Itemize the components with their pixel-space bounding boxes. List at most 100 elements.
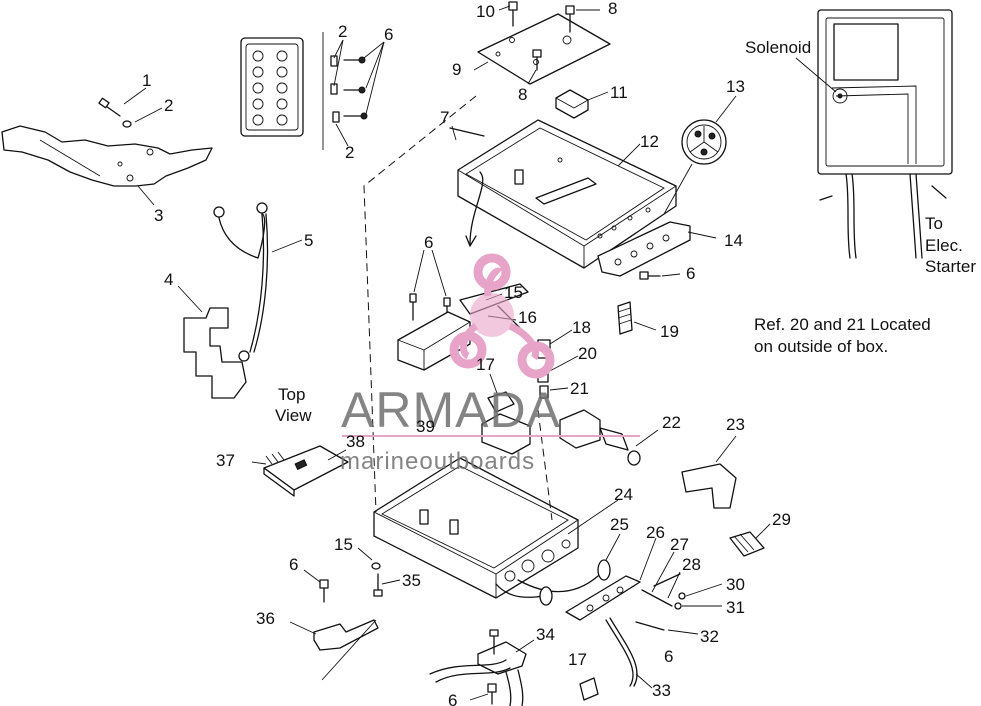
part-23-elbow bbox=[681, 463, 737, 509]
callout-6: 6 bbox=[289, 555, 298, 574]
part-11-block bbox=[555, 89, 589, 119]
part-31-nut bbox=[674, 602, 682, 610]
callout-11: 11 bbox=[610, 83, 628, 102]
top-view-label-line2: View bbox=[275, 406, 312, 425]
callout-35: 35 bbox=[402, 571, 421, 590]
callout-17: 17 bbox=[476, 355, 495, 374]
part-27-wire bbox=[641, 589, 673, 607]
callout-22: 22 bbox=[662, 413, 681, 432]
part-26-plate bbox=[565, 575, 641, 621]
callout-7: 7 bbox=[440, 108, 449, 127]
part-37-circuit-board bbox=[263, 445, 349, 497]
part-8-screw-top bbox=[565, 5, 575, 33]
callout-10: 10 bbox=[476, 2, 495, 21]
callout-6: 6 bbox=[384, 25, 393, 44]
part-5-cable bbox=[213, 202, 269, 362]
part-34-mount bbox=[429, 629, 527, 706]
callout-25: 25 bbox=[610, 515, 629, 534]
part-22-plug bbox=[559, 409, 641, 466]
part-21-fitting bbox=[539, 385, 549, 399]
callout-8: 8 bbox=[518, 85, 527, 104]
callout-36: 36 bbox=[256, 609, 275, 628]
callout-38: 38 bbox=[346, 432, 365, 451]
part-28-wire bbox=[653, 573, 681, 587]
part-6-screw-bottom bbox=[487, 683, 497, 705]
guide-line-center bbox=[537, 409, 553, 521]
callout-21: 21 bbox=[570, 379, 589, 398]
part-6-screw-plate bbox=[639, 271, 661, 280]
solenoid-inset bbox=[817, 9, 953, 259]
part-32-screw bbox=[635, 621, 665, 631]
callout-20: 20 bbox=[578, 344, 597, 363]
callout-14: 14 bbox=[724, 231, 743, 250]
part-8-screw-lower bbox=[532, 49, 542, 71]
part-13-plug bbox=[681, 119, 727, 165]
callout-6: 6 bbox=[448, 691, 457, 706]
callout-17: 17 bbox=[568, 650, 587, 669]
callout-1: 1 bbox=[142, 71, 151, 90]
ref-note-line1: Ref. 20 and 21 Located bbox=[754, 315, 931, 334]
callout-19: 19 bbox=[660, 322, 679, 341]
part-24-lower-box bbox=[373, 457, 579, 599]
callout-12: 12 bbox=[640, 132, 659, 151]
callout-2: 2 bbox=[338, 22, 347, 41]
guide-line-left bbox=[363, 95, 477, 513]
part-30-washer bbox=[678, 592, 686, 600]
part-4-bracket bbox=[183, 307, 247, 399]
callout-2: 2 bbox=[164, 96, 173, 115]
watermark-logo bbox=[449, 253, 555, 379]
callout-37: 37 bbox=[216, 451, 235, 470]
callout-28: 28 bbox=[682, 555, 701, 574]
solenoid-label: Solenoid bbox=[745, 38, 811, 57]
cable-lower-2 bbox=[517, 575, 599, 593]
callout-6: 6 bbox=[686, 264, 695, 283]
part-3-bracket-plate bbox=[1, 125, 213, 187]
starter-label-line3: Starter bbox=[925, 257, 976, 276]
part-17-clip-lower bbox=[579, 677, 599, 701]
part-19-spring bbox=[617, 301, 633, 335]
part-15-washer-lower bbox=[371, 562, 381, 570]
part-1-screw bbox=[98, 97, 121, 117]
callout-32: 32 bbox=[700, 627, 719, 646]
callout-8: 8 bbox=[608, 0, 617, 18]
callout-3: 3 bbox=[154, 206, 163, 225]
part-17-clip bbox=[487, 391, 515, 413]
callout-5: 5 bbox=[304, 231, 313, 250]
callout-6: 6 bbox=[424, 233, 433, 252]
top-view-inset bbox=[240, 32, 368, 150]
part-9-cover-plate bbox=[477, 13, 611, 85]
callout-34: 34 bbox=[536, 625, 555, 644]
callout-29: 29 bbox=[772, 510, 791, 529]
part-16-relay bbox=[397, 311, 471, 371]
part-14-plate bbox=[597, 221, 691, 277]
callout-30: 30 bbox=[726, 575, 745, 594]
part-39-terminal bbox=[481, 413, 531, 455]
part-10-screw bbox=[508, 1, 518, 27]
callout-26: 26 bbox=[646, 523, 665, 542]
part-6-screw-left bbox=[319, 579, 329, 603]
callout-18: 18 bbox=[572, 318, 591, 337]
callout-15: 15 bbox=[334, 535, 353, 554]
callout-23: 23 bbox=[726, 415, 745, 434]
callout-13: 13 bbox=[726, 77, 745, 96]
starter-label-line2: Elec. bbox=[925, 236, 963, 255]
part-25-grommet bbox=[597, 559, 611, 581]
callout-31: 31 bbox=[726, 598, 745, 617]
callout-33: 33 bbox=[652, 681, 671, 700]
watermark-brand: ARMADA bbox=[341, 382, 561, 438]
part-36-bracket bbox=[313, 619, 379, 681]
cable-grommet-lower bbox=[539, 586, 553, 606]
callout-6: 6 bbox=[664, 647, 673, 666]
top-view-label-line1: Top bbox=[278, 385, 305, 404]
watermark-tagline: marineoutboards bbox=[340, 448, 535, 475]
callout-4: 4 bbox=[164, 270, 173, 289]
part-2-washer bbox=[122, 120, 132, 128]
part-12-upper-box bbox=[457, 119, 677, 269]
callout-9: 9 bbox=[452, 60, 461, 79]
callout-24: 24 bbox=[614, 485, 633, 504]
part-29-grommet bbox=[729, 531, 765, 557]
callout-39: 39 bbox=[416, 417, 435, 436]
starter-label-line1: To bbox=[925, 214, 943, 233]
ref-note-line2: on outside of box. bbox=[754, 337, 888, 356]
